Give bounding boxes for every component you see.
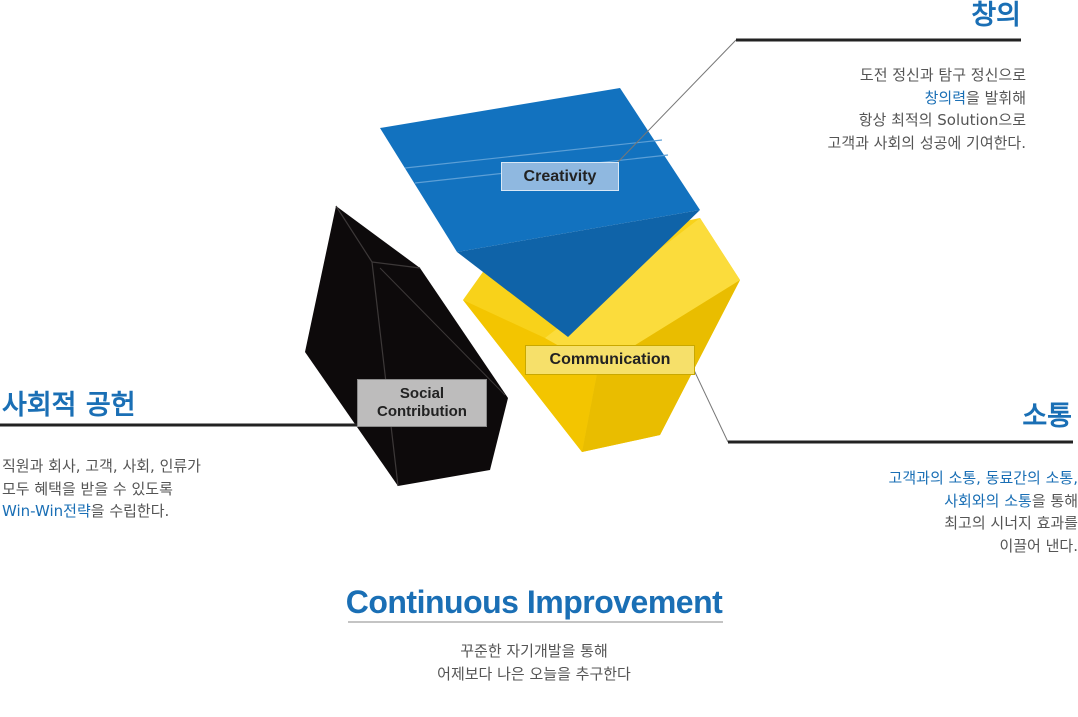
social-description: 직원과 회사, 고객, 사회, 인류가 모두 혜택을 받을 수 있도록 Win-… <box>2 457 201 520</box>
social-contribution-label: Social Contribution <box>357 379 487 427</box>
communication-heading: 소통 <box>1022 401 1072 432</box>
creativity-description: 도전 정신과 탐구 정신으로 창의력을 발휘해 항상 최적의 Solution으… <box>827 66 1026 152</box>
creativity-label: Creativity <box>501 162 619 191</box>
communication-description: 고객과의 소통, 동료간의 소통, 사회와의 소통을 통해 최고의 시너지 효과… <box>888 469 1078 555</box>
social-heading: 사회적 공헌 <box>2 390 136 421</box>
leader-lines <box>0 38 1073 623</box>
communication-label: Communication <box>525 345 695 375</box>
creativity-heading: 창의 <box>971 0 1021 31</box>
social-label-line2: Contribution <box>377 403 467 420</box>
social-label-line1: Social <box>399 385 445 402</box>
continuous-improvement-title: Continuous Improvement <box>345 584 723 620</box>
continuous-improvement-description: 꾸준한 자기개발을 통해 어제보다 나은 오늘을 추구한다 <box>437 642 631 683</box>
